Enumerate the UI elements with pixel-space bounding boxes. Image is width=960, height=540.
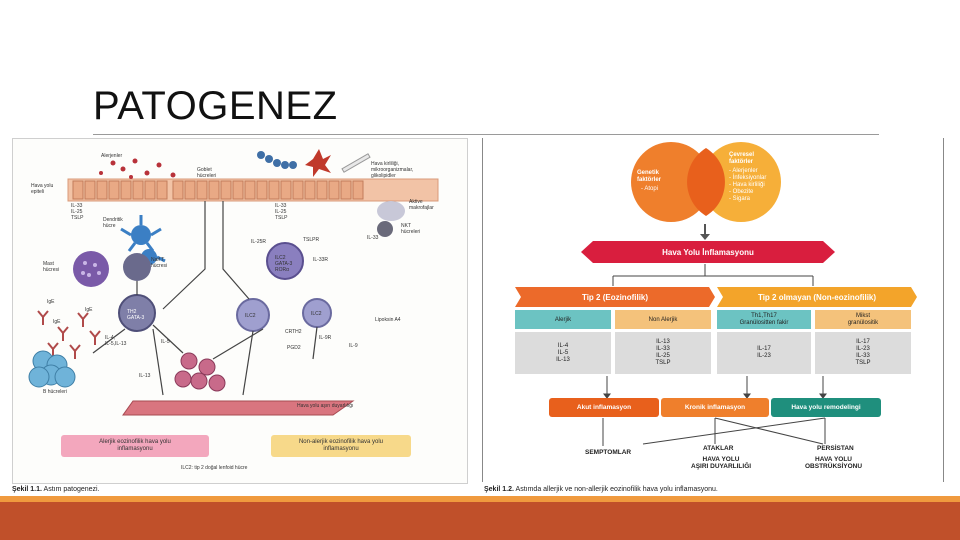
header-non-type2: Tip 2 olmayan (Non-eozinofilik)	[723, 287, 911, 307]
title-divider	[93, 134, 879, 135]
label-il33r: IL-33R	[313, 257, 328, 263]
label-active-macrophage: Aktive makrofajlar	[409, 199, 434, 211]
label-il5: IL-5	[161, 339, 170, 345]
box-nonallergic-eosinophilic: Non-alerjik eozinofilik hava yolu inflam…	[271, 435, 411, 457]
label-tslpr: TSLPR	[303, 237, 319, 243]
label-dendritic: Dendritik hücre	[103, 217, 123, 229]
label-naive-t: Naif T hücresi	[151, 257, 167, 269]
label-crth2: CRTH2	[285, 329, 302, 335]
result-persistent: PERSİSTAN	[817, 446, 854, 452]
label-mast: Mast hücresi	[43, 261, 59, 273]
subtype-non-allergic: Non Alerjik	[615, 310, 711, 329]
pathogenesis-illustration	[13, 139, 467, 483]
label-hyperresponsiveness: Hava yolu aşırı duyarlılığı	[297, 403, 353, 409]
label-il9: IL-9	[349, 343, 358, 349]
label-th2: TH2 GATA-3	[127, 309, 144, 321]
caption-figure-1: Şekil 1.1. Astım patogenezi.	[12, 486, 100, 493]
label-ilc2-gata: ILC2 GATA-3 RORα	[275, 255, 292, 273]
outcome-remodeling: Hava yolu remodelingi	[771, 398, 881, 417]
subtype-th1-th17: Th1,Th17 Granülositten fakir	[717, 310, 811, 329]
cytokines-th1-th17: IL-17 IL-23	[717, 332, 811, 374]
result-hyperresponsiveness: HAVA YOLU AŞIRI DUYARLILIĞI	[691, 456, 751, 470]
label-goblet: Goblet hücreleri	[197, 167, 216, 179]
result-symptoms: SEMPTOMLAR	[585, 450, 631, 456]
cytokines-mixed: IL-17 IL-23 IL-33 TSLP	[815, 332, 911, 374]
cytokines-non-allergic: IL-13 IL-33 IL-25 TSLP	[615, 332, 711, 374]
figure-airway-inflammation: Genetik faktörler - Atopi Çevresel faktö…	[482, 138, 944, 482]
caption-figure-1-text: Astım patogenezi.	[44, 486, 100, 493]
figure-asthma-pathogenesis: Alerjenler Hava yolu epiteli Goblet hücr…	[12, 138, 468, 484]
label-nkt: NKT hücreleri	[401, 223, 420, 235]
label-il9r: IL-9R	[319, 335, 331, 341]
label-allergens: Alerjenler	[101, 153, 122, 159]
venn-environmental-items: - Alerjenler - İnfeksiyonlar - Hava kirl…	[729, 168, 766, 203]
outcome-chronic-inflammation: Kronik inflamasyon	[661, 398, 769, 417]
label-cytokines-mid: IL-33 IL-25 TSLP	[275, 203, 288, 221]
label-ilc2-a: ILC2	[245, 313, 256, 319]
label-ige-3: IgE	[53, 319, 61, 325]
caption-figure-2: Şekil 1.2. Astımda allerjik ve non-aller…	[484, 486, 718, 493]
label-il13: IL-13	[139, 373, 150, 379]
box-allergic-eosinophilic: Alerjik eozinofilik hava yolu inflamasyo…	[61, 435, 209, 457]
label-epithelium: Hava yolu epiteli	[31, 183, 53, 195]
label-ige-1: IgE	[47, 299, 55, 305]
label-pgd2: PGD2	[287, 345, 301, 351]
label-ilc2-b: ILC2	[311, 311, 322, 317]
venn-genetic-items: - Atopi	[641, 186, 658, 193]
slide-title: PATOGENEZ	[93, 84, 338, 129]
caption-figure-2-label: Şekil 1.2.	[484, 486, 514, 493]
outcome-acute-inflammation: Akut inflamasyon	[549, 398, 659, 417]
label-cytokines-left: IL-33 IL-25 TSLP	[71, 203, 84, 221]
label-b-cells: B hücreleri	[43, 389, 67, 395]
venn-genetic-title: Genetik faktörler	[637, 170, 661, 184]
caption-figure-1-label: Şekil 1.1.	[12, 486, 42, 493]
cytokines-allergic: IL-4 IL-5 IL-13	[515, 332, 611, 374]
label-il25r: IL-25R	[251, 239, 266, 245]
label-ilc2-footnote: ILC2: tip 2 doğal lenfoid hücre	[181, 465, 247, 471]
label-il4-5-13: IL-4, IL-5,IL-13	[105, 335, 126, 347]
subtype-allergic: Alerjik	[515, 310, 611, 329]
header-type2-eosinophilic: Tip 2 (Eozinofilik)	[521, 287, 709, 307]
banner-airway-inflammation: Hava Yolu İnflamasyonu	[593, 241, 823, 263]
label-ige-2: IgE	[85, 307, 93, 313]
subtype-mixed: Mikst granülositik	[815, 310, 911, 329]
label-il33: IL-33	[367, 235, 378, 241]
caption-figure-2-text: Astımda allerjik ve non-allerjik eozinof…	[516, 486, 718, 493]
result-attacks: ATAKLAR	[703, 446, 733, 452]
footer-bar	[0, 502, 960, 540]
venn-environmental-title: Çevresel faktörler	[729, 152, 754, 166]
label-lipoxin: Lipoksin A4	[375, 317, 401, 323]
label-pollution: Hava kirliliği, mikroorganizmalar, gliko…	[371, 161, 413, 179]
result-obstruction: HAVA YOLU OBSTRÜKSİYONU	[805, 456, 862, 470]
